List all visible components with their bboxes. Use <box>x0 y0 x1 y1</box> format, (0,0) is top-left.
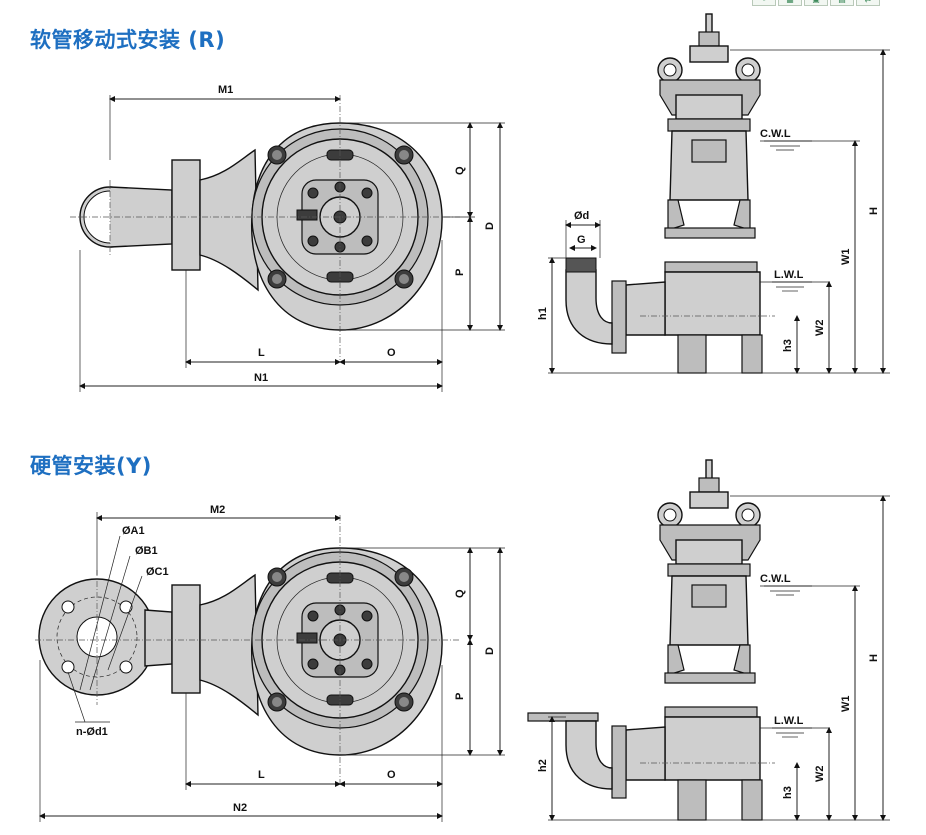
top-view-y <box>35 515 460 785</box>
label-cwl-r: C.W.L <box>760 128 791 140</box>
dim-h-r: H <box>868 207 880 215</box>
dim-h2: h2 <box>537 759 549 772</box>
link-icon[interactable]: ⇄ <box>856 0 880 6</box>
side-view-y <box>527 459 775 821</box>
dim-g: G <box>577 234 586 246</box>
dim-m2: M2 <box>210 504 225 516</box>
dim-w1-y: W1 <box>840 696 852 713</box>
dim-q: Q <box>454 166 466 175</box>
dim-w2-y: W2 <box>814 766 826 783</box>
page-icon[interactable]: ▫ <box>752 0 776 6</box>
dim-q-y: Q <box>454 589 466 598</box>
image-icon[interactable]: ▣ <box>804 0 828 6</box>
dim-d: D <box>484 222 496 230</box>
dim-p: P <box>454 269 466 276</box>
bolt-holes-r <box>267 145 414 289</box>
top-view-r <box>70 95 460 360</box>
dim-c1: ØC1 <box>146 566 169 578</box>
dim-a1: ØA1 <box>122 525 145 537</box>
dim-w2-r: W2 <box>814 320 826 337</box>
flange-r <box>171 159 201 271</box>
dim-d-y: D <box>484 647 496 655</box>
label-cwl-y: C.W.L <box>760 573 791 585</box>
grid-icon[interactable]: ▦ <box>778 0 802 6</box>
hose-elbow-r <box>565 269 613 345</box>
rigid-elbow-y <box>565 720 613 790</box>
label-lwl-y: L.W.L <box>774 715 804 727</box>
section-title-flex-install: 软管移动式安装 (R) <box>30 28 226 52</box>
label-lwl-r: L.W.L <box>774 269 804 281</box>
dim-o-y: O <box>387 769 396 781</box>
dim-p-y: P <box>454 693 466 700</box>
dims-top-r <box>79 95 505 392</box>
dim-h3-r: h3 <box>782 339 794 352</box>
dim-m1: M1 <box>218 84 233 96</box>
dim-n1: N1 <box>254 372 268 384</box>
dim-h1: h1 <box>537 307 549 320</box>
dim-h-y: H <box>868 654 880 662</box>
dim-nd1: n-Ød1 <box>76 726 108 738</box>
dims-side-y <box>548 495 890 821</box>
dim-l-y: L <box>258 769 265 781</box>
doc-icon[interactable]: ▤ <box>830 0 854 6</box>
dims-top-y <box>39 512 505 822</box>
dim-h3-y: h3 <box>782 786 794 799</box>
dims-side-r <box>548 49 890 374</box>
dim-od: Ød <box>574 210 589 222</box>
side-view-r <box>565 13 775 374</box>
dim-o: O <box>387 347 396 359</box>
dim-l: L <box>258 347 265 359</box>
toolbar: ▫ ▦ ▣ ▤ ⇄ <box>752 0 880 6</box>
section-title-rigid-install: 硬管安装(Y) <box>30 454 152 478</box>
dim-w1-r: W1 <box>840 249 852 266</box>
dim-n2: N2 <box>233 802 247 814</box>
dim-b1: ØB1 <box>135 545 158 557</box>
